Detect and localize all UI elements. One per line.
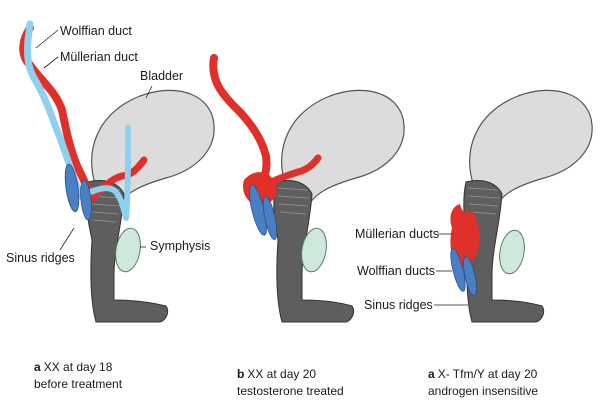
leader-sinus-ridges-a xyxy=(59,227,75,251)
bladder-c xyxy=(469,89,593,207)
label-wolffian-duct: Wolffian duct xyxy=(60,24,132,38)
mullerian-duct-a-branch xyxy=(77,125,131,221)
label-bladder: Bladder xyxy=(140,69,183,83)
caption-c-letter: a xyxy=(428,367,435,381)
caption-c-line2: androgen insensitive xyxy=(428,384,539,398)
bladder-b xyxy=(281,89,405,207)
caption-b-letter: b xyxy=(237,367,245,381)
wolffian-duct-c-2 xyxy=(463,256,477,296)
sinus-texture-b xyxy=(277,187,310,215)
urogenital-sinus-b xyxy=(273,180,355,323)
label-sinus-ridges-a: Sinus ridges xyxy=(6,251,75,265)
symphysis-a xyxy=(115,227,141,273)
caption-a-letter: a xyxy=(34,360,41,374)
label-wolffian-ducts: Wolffian ducts xyxy=(357,264,435,278)
sinus-ridge-a-2 xyxy=(80,179,92,221)
wolffian-duct-c-1 xyxy=(450,248,466,292)
symphysis-c xyxy=(499,229,525,275)
label-mullerian-duct: Müllerian duct xyxy=(60,50,138,64)
symphysis-b xyxy=(301,227,327,273)
sinus-ridge-a-1 xyxy=(64,163,80,213)
leader-mullerian-duct xyxy=(43,56,59,69)
leader-wolffian-duct xyxy=(35,29,59,49)
mullerian-ducts-c xyxy=(450,204,480,269)
sinus-ridge-b-2 xyxy=(262,196,278,240)
label-mullerian-ducts: Müllerian ducts xyxy=(355,227,439,241)
sinus-texture-c xyxy=(467,187,500,215)
caption-b-line2: testosterone treated xyxy=(237,384,344,398)
label-symphysis: Symphysis xyxy=(150,239,210,253)
leader-bladder xyxy=(145,85,153,99)
caption-c-line1: X- Tfm/Y at day 20 xyxy=(437,367,538,381)
label-sinus-ridges-c: Sinus ridges xyxy=(364,298,433,312)
wolffian-duct-b xyxy=(209,54,271,194)
caption-a-line2: before treatment xyxy=(34,377,123,391)
caption-b-line1: XX at day 20 xyxy=(247,367,317,381)
panel-a-illustration xyxy=(19,20,215,323)
panel-b-illustration xyxy=(209,54,405,323)
caption-a-line1: XX at day 18 xyxy=(43,360,113,374)
panel-c-illustration xyxy=(434,89,593,323)
